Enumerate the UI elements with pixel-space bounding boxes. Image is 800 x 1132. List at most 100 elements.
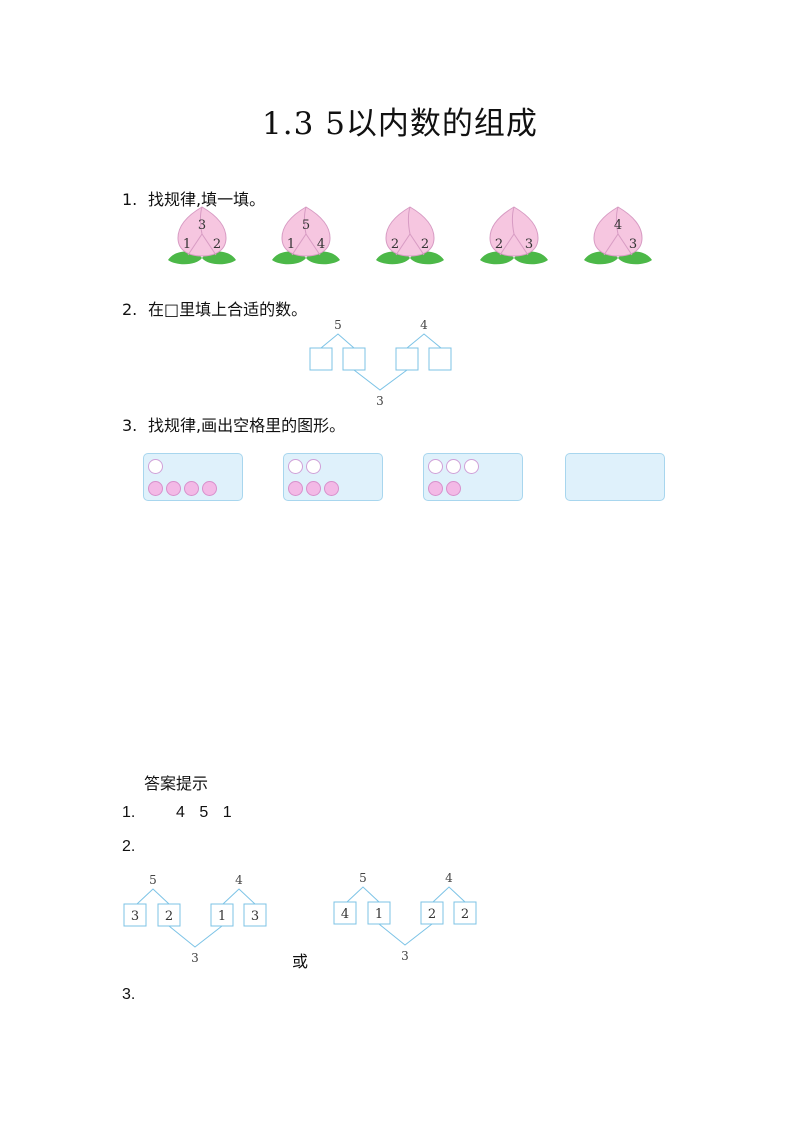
answer-box[interactable]	[395, 347, 419, 371]
peach-line-right	[305, 233, 321, 256]
decomp-top-right: 4	[420, 318, 428, 332]
white-circle	[464, 459, 479, 474]
option-2-branch-bottom	[378, 923, 433, 946]
question-2: 2. 在□里填上合适的数。	[122, 296, 307, 320]
peach-line-right	[201, 233, 217, 256]
white-circle	[428, 459, 443, 474]
pattern-panel-3	[423, 453, 523, 501]
answer-2-number: 2.	[122, 838, 136, 855]
peach-line-left	[291, 233, 307, 256]
pattern-panel-4[interactable]	[565, 453, 665, 501]
page-title: 1.3 5以内数的组成	[262, 106, 538, 142]
option-2-value-3: 2	[428, 907, 436, 922]
peach-right-number: 2	[421, 237, 429, 252]
option-1-branch-bottom	[168, 925, 223, 948]
white-circle	[288, 459, 303, 474]
question-3: 3. 找规律,画出空格里的图形。	[122, 412, 345, 436]
pink-circle	[202, 481, 217, 496]
question-3-number: 3.	[122, 416, 138, 435]
peach-left-number: 2	[391, 237, 399, 252]
option-2-branch-left	[346, 886, 380, 903]
option-1-branch-left	[136, 888, 170, 905]
peach-top-number: 5	[302, 218, 310, 233]
peach-right-number: 4	[317, 237, 325, 252]
pink-circle	[166, 481, 181, 496]
peach-right-number: 3	[525, 237, 533, 252]
question-1: 1. 找规律,填一填。	[122, 186, 265, 210]
peach-line-top	[304, 206, 307, 235]
question-1-text: 找规律,填一填。	[148, 190, 266, 209]
peach-top-number: 4	[614, 218, 622, 233]
question-1-number: 1.	[122, 190, 138, 209]
option-1-value-3: 1	[218, 909, 226, 924]
peach-line-right	[409, 233, 425, 256]
decomp-branch-left	[320, 333, 355, 349]
answer-box[interactable]	[342, 347, 366, 371]
peach-top-number: 3	[198, 218, 206, 233]
option-1-value-1: 3	[131, 909, 139, 924]
white-circle	[148, 459, 163, 474]
question-2-number: 2.	[122, 300, 138, 319]
pink-circle	[446, 481, 461, 496]
question-3-text: 找规律,画出空格里的图形。	[148, 416, 346, 435]
answers-heading: 答案提示	[144, 774, 209, 793]
pink-circle	[288, 481, 303, 496]
option-1-top-left: 5	[149, 873, 157, 887]
peach-line-right	[617, 233, 633, 256]
option-2-box-1	[333, 901, 357, 925]
pink-circle	[184, 481, 199, 496]
peach-right-number: 3	[629, 237, 637, 252]
peach-line-top	[512, 206, 515, 235]
decomp-top-left: 5	[334, 318, 342, 332]
white-circle	[306, 459, 321, 474]
option-2-value-1: 4	[341, 907, 349, 922]
pink-circle	[428, 481, 443, 496]
peach-line-top	[200, 206, 203, 235]
peach-right-number: 2	[213, 237, 221, 252]
decomp-branch-bottom	[353, 369, 408, 391]
option-2-branch-right	[432, 886, 466, 903]
answer-box[interactable]	[428, 347, 452, 371]
pink-circle	[306, 481, 321, 496]
pink-circle	[324, 481, 339, 496]
option-1-top-right: 4	[235, 873, 243, 887]
or-separator: 或	[292, 952, 309, 971]
answer-2-option-1: 5 4 3 2 1 3 3	[123, 873, 267, 965]
answer-1-number: 1.	[122, 804, 136, 821]
option-1-box-4	[243, 903, 267, 927]
option-1-value-4: 3	[251, 909, 259, 924]
pink-circle	[148, 481, 163, 496]
peach-2: 51 4	[272, 206, 340, 265]
pattern-panel-1	[143, 453, 243, 501]
peach-line-top	[408, 206, 411, 235]
option-2-bottom: 3	[401, 949, 409, 963]
peach-left-number: 1	[183, 237, 191, 252]
answer-1-values: 4 5 1	[176, 804, 232, 821]
peach-left-number: 1	[287, 237, 295, 252]
peach-line-top	[616, 206, 619, 235]
option-2-top-right: 4	[445, 871, 453, 885]
peach-line-left	[187, 233, 203, 256]
answer-2-option-2: 5 4 4 1 2 2 3	[333, 871, 477, 963]
question-2-text: 在□里填上合适的数。	[148, 300, 308, 319]
decomp-branch-right	[406, 333, 442, 349]
peach-line-left	[395, 233, 411, 256]
option-1-bottom: 3	[191, 951, 199, 965]
option-2-value-4: 2	[461, 907, 469, 922]
decomposition-diagram: 5 4 3	[309, 318, 452, 408]
peach-left-number: 2	[495, 237, 503, 252]
peach-line-left	[499, 233, 515, 256]
option-1-box-1	[123, 903, 147, 927]
option-1-branch-right	[222, 888, 256, 905]
answer-3-number: 3.	[122, 986, 136, 1003]
option-1-value-2: 2	[165, 909, 173, 924]
answer-box[interactable]	[309, 347, 333, 371]
peach-line-left	[603, 233, 619, 256]
option-2-value-2: 1	[375, 907, 383, 922]
option-2-top-left: 5	[359, 871, 367, 885]
option-2-box-4	[453, 901, 477, 925]
decomp-bottom: 3	[376, 394, 384, 408]
pattern-panel-2	[283, 453, 383, 501]
